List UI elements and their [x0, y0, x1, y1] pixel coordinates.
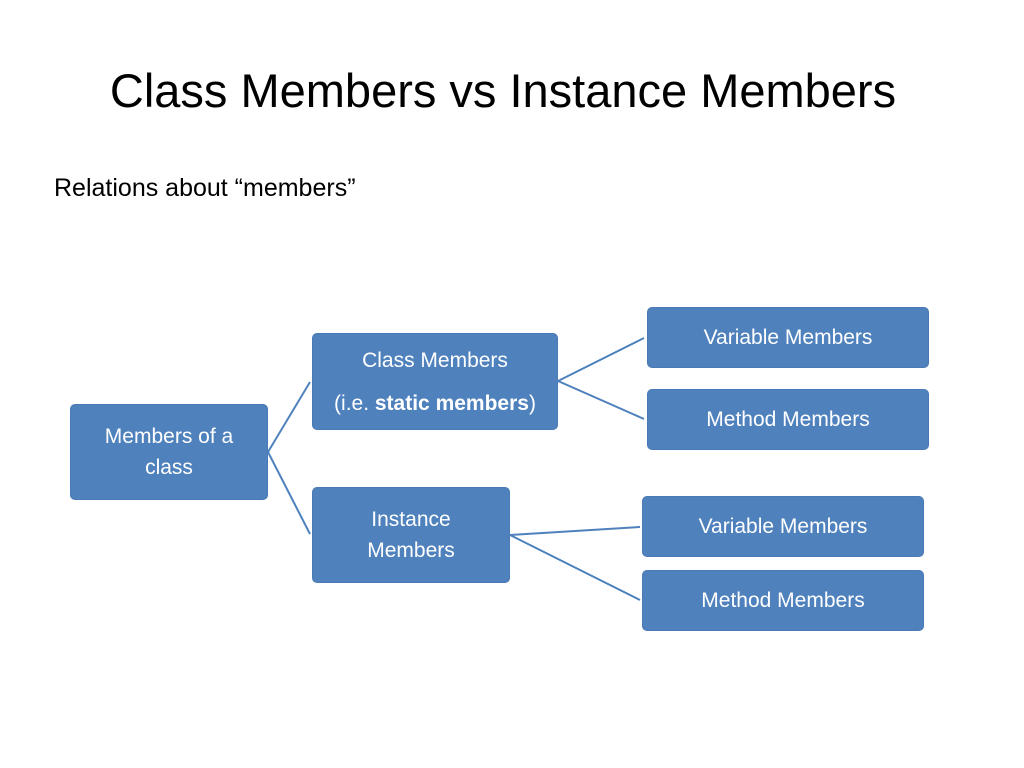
connector-instance-to-method — [509, 534, 641, 601]
node-class-members-bold: static members — [374, 391, 529, 415]
connector-root-to-instance-members — [267, 451, 311, 535]
slide-subtitle: Relations about “members” — [54, 174, 356, 202]
node-instance-method-members: Method Members — [642, 570, 924, 631]
node-instance-members-line2: Members — [367, 539, 455, 562]
slide-title: Class Members vs Instance Members — [109, 64, 897, 117]
node-instance-members: Instance Members — [312, 487, 510, 583]
connector-class-to-variable — [557, 337, 645, 382]
node-instance-method-members-label: Method Members — [701, 589, 865, 612]
node-class-variable-members: Variable Members — [647, 307, 929, 368]
connector-root-to-class-members — [267, 381, 311, 453]
node-instance-variable-members: Variable Members — [642, 496, 924, 557]
node-class-members: Class Members (i.e. static members) — [312, 333, 558, 430]
node-class-members-suffix: ) — [528, 391, 536, 415]
node-class-method-members: Method Members — [647, 389, 929, 450]
node-class-members-line1: Class Members — [362, 348, 508, 372]
node-instance-members-line1: Instance — [371, 508, 451, 531]
node-class-members-prefix: (i.e. — [334, 391, 375, 415]
node-members-of-a-class: Members of a class — [70, 404, 268, 500]
node-class-method-members-label: Method Members — [706, 408, 870, 431]
node-instance-variable-members-label: Variable Members — [698, 515, 868, 538]
connector-class-to-method — [557, 380, 645, 420]
node-members-of-a-class-line1: Members of a — [104, 425, 234, 448]
node-class-members-line2: (i.e. static members) — [334, 388, 536, 419]
connector-instance-to-variable — [509, 526, 641, 536]
node-members-of-a-class-line2: class — [145, 456, 193, 479]
node-class-variable-members-label: Variable Members — [703, 326, 873, 349]
